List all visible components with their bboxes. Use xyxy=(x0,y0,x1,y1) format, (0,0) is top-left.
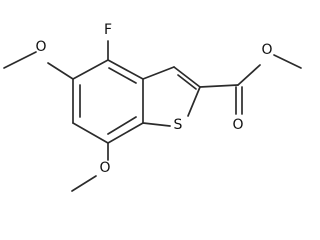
molecule-svg: F O S O O O xyxy=(3,22,302,192)
ester-oxygen-label: O xyxy=(261,42,272,58)
bond-c2-carbonyl xyxy=(199,84,239,88)
bond-c7a-c7 xyxy=(107,122,144,144)
inner-bond-c7a-c7 xyxy=(107,116,137,135)
fluorine-label: F xyxy=(104,22,112,38)
bond-c3-c2 xyxy=(173,66,201,88)
chemical-structure-diagram: F O S O O O xyxy=(3,22,302,192)
inner-bond-c3-c2 xyxy=(177,74,197,90)
bond-o-ch3-7 xyxy=(71,175,97,192)
bond-c3a-c3 xyxy=(142,66,175,80)
bond-c3a-c4 xyxy=(107,59,144,80)
sulfur-label: S xyxy=(174,117,183,133)
bond-c2-s1 xyxy=(187,86,201,117)
bond-c5-o xyxy=(47,62,74,80)
carbonyl-oxygen-label: O xyxy=(232,117,243,133)
methoxy-5-oxygen-label: O xyxy=(35,39,46,55)
methoxy-7-oxygen-label: O xyxy=(99,160,110,176)
bond-o-ester-ch3 xyxy=(273,54,302,69)
bond-o-ch3-5 xyxy=(3,51,37,69)
inner-bond-c3a-c4 xyxy=(108,67,137,84)
bond-c7-c6 xyxy=(72,122,109,144)
bond-carbonyl-o-ester xyxy=(237,64,261,86)
bond-s1-c7a xyxy=(142,122,171,127)
bond-c5-c4 xyxy=(72,59,109,80)
